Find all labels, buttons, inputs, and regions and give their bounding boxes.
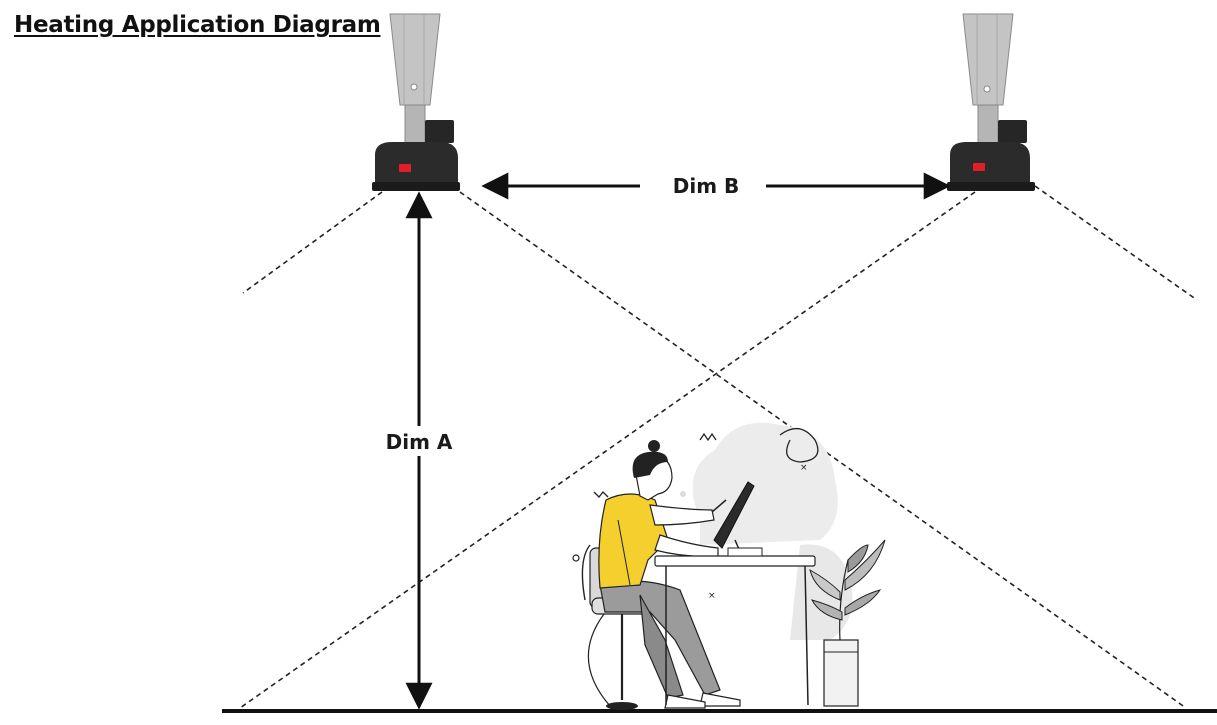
dim-b-label: Dim B (673, 174, 740, 198)
heater-icon (372, 13, 460, 191)
dim-a-label-bg (380, 426, 460, 456)
svg-text:×: × (800, 463, 808, 473)
person-at-desk-illustration: × × (572, 422, 853, 710)
page-title: Heating Application Diagram (14, 12, 381, 38)
heat-cone-right (239, 185, 1198, 709)
plant-icon (809, 539, 886, 707)
dim-a-label: Dim A (386, 430, 453, 454)
svg-text:×: × (708, 591, 716, 601)
heater-icon (947, 13, 1035, 191)
